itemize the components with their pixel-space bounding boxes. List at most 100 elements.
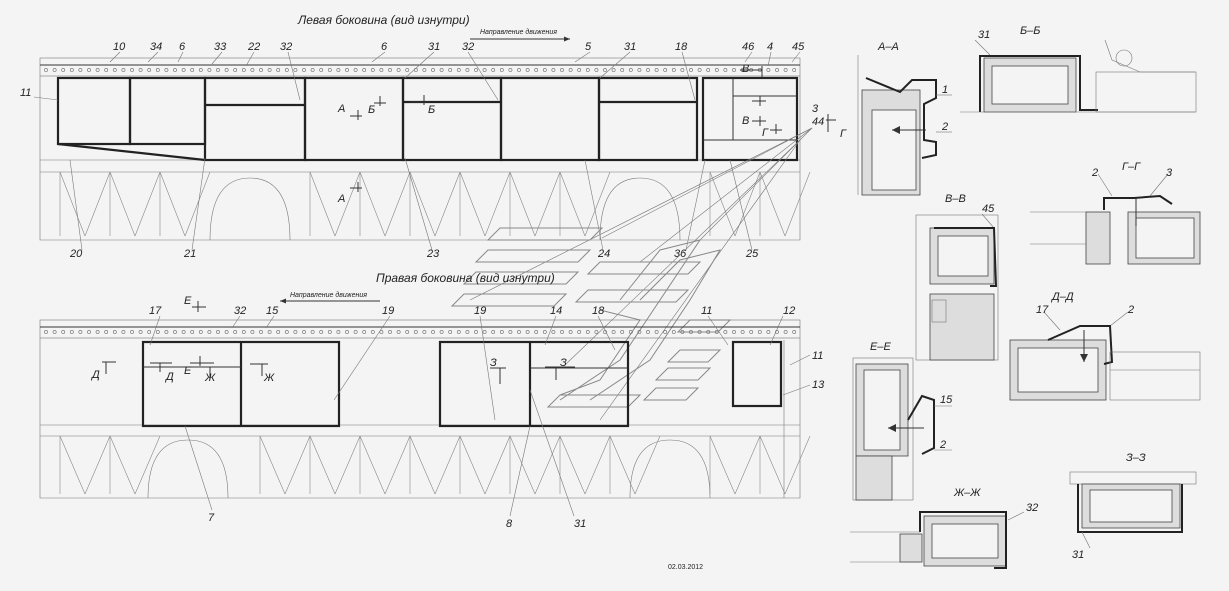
- rail-hole: [560, 68, 564, 72]
- section-a-a-title: А–А: [877, 41, 899, 53]
- rail-hole: [396, 330, 401, 334]
- rail-hole: [284, 68, 289, 72]
- rail-hole: [525, 330, 530, 334]
- truss-member: [184, 171, 211, 237]
- rail-hole: [69, 68, 74, 72]
- rail-hole: [379, 330, 384, 334]
- section-e-e: Е–Е 15 2: [852, 341, 953, 501]
- section-e-e-callout-2: 2: [939, 439, 946, 451]
- section-g-g: Г–Г 2 3: [1030, 161, 1201, 265]
- rail-hole: [697, 68, 702, 72]
- right-callout-11b: 11: [812, 350, 823, 362]
- rail-hole: [319, 68, 324, 72]
- section-b-b-title: Б–Б: [1020, 25, 1040, 37]
- right-cut-e-top: Е: [184, 295, 192, 307]
- truss-member: [459, 171, 486, 237]
- truss-member: [309, 435, 336, 495]
- section-zh-zh-title: Ж–Ж: [953, 487, 981, 499]
- rail-hole: [284, 330, 289, 334]
- left-callout-11: 11: [20, 87, 31, 99]
- rail-hole: [603, 68, 607, 72]
- rail-hole: [259, 330, 263, 334]
- rail-hole: [663, 330, 668, 334]
- left-callout-31a: 31: [428, 41, 440, 53]
- rail-hole: [293, 330, 298, 334]
- rail-hole: [422, 330, 427, 334]
- rail-hole: [241, 330, 246, 334]
- truss-member: [334, 435, 361, 495]
- left-sidewall-view: Левая боковина (вид изнутри) Направление…: [20, 13, 847, 260]
- left-direction-arrowhead: [564, 36, 570, 42]
- truss-member: [484, 435, 511, 495]
- left-callout-44: 44: [812, 116, 824, 128]
- rail-hole: [568, 330, 573, 334]
- left-cut-g-2: Г: [840, 128, 847, 140]
- section-g-g-profile: [1103, 194, 1173, 210]
- rail-hole: [44, 330, 48, 334]
- section-b-b-profile: [979, 55, 1098, 112]
- left-cut-a-bottom: А: [337, 193, 345, 205]
- rail-hole: [61, 68, 66, 72]
- truss-member: [734, 435, 761, 495]
- rail-hole: [551, 330, 556, 334]
- right-callout-11a: 11: [701, 305, 712, 317]
- truss-member: [59, 435, 86, 495]
- truss-member: [609, 435, 636, 495]
- left-cut-v-top: В: [742, 63, 749, 75]
- rail-hole: [714, 330, 719, 334]
- right-callout-31: 31: [574, 518, 586, 530]
- rail-hole: [732, 68, 736, 72]
- left-callout-32a: 32: [280, 41, 292, 53]
- truss-member: [634, 435, 661, 495]
- truss-member: [84, 435, 111, 495]
- rail-hole: [302, 68, 306, 72]
- truss-member: [559, 435, 586, 495]
- rail-hole: [792, 68, 797, 72]
- section-z-z-profile: [1077, 484, 1183, 533]
- rail-hole: [499, 330, 504, 334]
- left-cut-v-bottom: В: [742, 115, 749, 127]
- rail-hole: [267, 330, 272, 334]
- rail-hole: [697, 330, 702, 334]
- section-a-a: А–А 1 2: [857, 41, 952, 196]
- section-e-e-title: Е–Е: [870, 341, 891, 353]
- left-body-outline: [39, 76, 801, 241]
- truss-member: [784, 435, 811, 495]
- left-sidewall-title: Левая боковина (вид изнутри): [297, 13, 470, 27]
- rail-hole: [594, 68, 599, 72]
- rail-hole: [448, 68, 453, 72]
- rail-hole: [173, 330, 177, 334]
- rail-hole: [241, 68, 246, 72]
- rail-hole: [52, 330, 57, 334]
- rail-hole: [87, 330, 91, 334]
- rail-hole: [310, 330, 315, 334]
- rail-hole: [164, 330, 169, 334]
- right-leader-lines: [149, 315, 811, 517]
- rail-hole: [534, 68, 539, 72]
- rail-hole: [663, 68, 668, 72]
- rail-hole: [508, 68, 513, 72]
- rail-hole: [259, 68, 263, 72]
- rail-hole: [362, 68, 367, 72]
- section-d-d-callout-2: 2: [1127, 304, 1134, 316]
- rail-hole: [499, 68, 504, 72]
- rail-hole: [388, 330, 392, 334]
- rail-hole: [525, 68, 530, 72]
- rail-hole: [577, 68, 582, 72]
- section-d-d-profile: [1047, 325, 1114, 365]
- rail-hole: [327, 330, 332, 334]
- right-cut-d-2: Д: [164, 371, 174, 383]
- truss-member: [259, 435, 286, 495]
- rail-hole: [766, 330, 771, 334]
- rail-hole: [628, 68, 633, 72]
- right-callout-19a: 19: [382, 305, 394, 317]
- section-zh-zh-callout-32: 32: [1026, 502, 1038, 514]
- rail-hole: [783, 330, 788, 334]
- right-cut-d-1: Д: [90, 369, 100, 381]
- left-window-1: [56, 76, 132, 146]
- rail-hole: [190, 68, 195, 72]
- rail-hole: [69, 330, 74, 334]
- rail-hole: [336, 68, 341, 72]
- left-callout-25: 25: [745, 248, 759, 260]
- right-body-outline: [39, 338, 801, 499]
